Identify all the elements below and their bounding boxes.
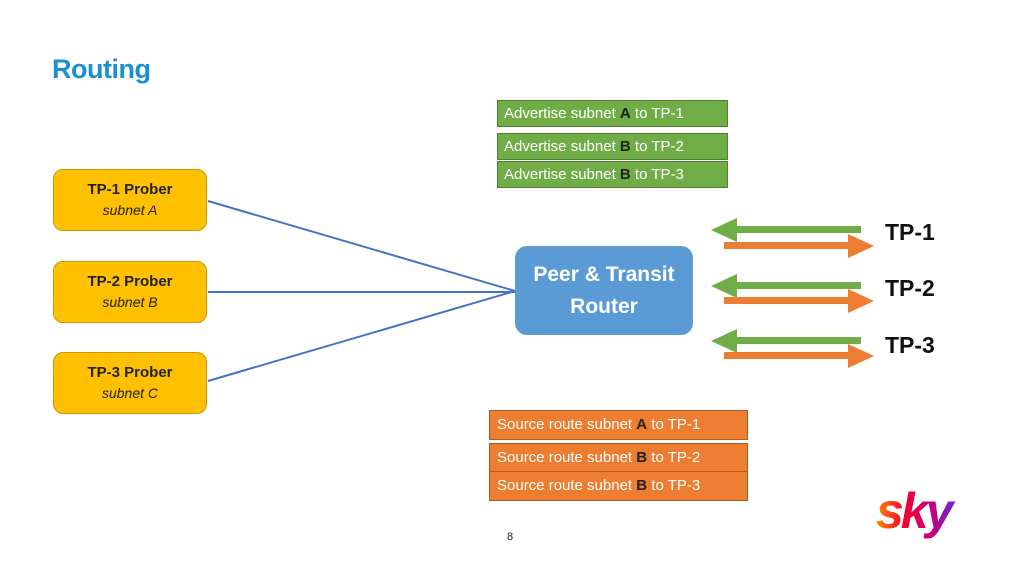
prober-subnet: subnet A [102, 202, 158, 218]
source-route-box-tp2: Source route subnet B to TP-2 [489, 443, 748, 473]
tp2-label: TP-2 [885, 275, 935, 301]
advertise-suffix: to TP-2 [630, 138, 684, 155]
svg-text:sky: sky [876, 486, 956, 539]
advertise-prefix: Advertise subnet [504, 105, 620, 122]
source-route-suffix: to TP-2 [647, 449, 701, 466]
advertise-subnet: B [619, 138, 631, 155]
tp3-prober-box: TP-3 Prober subnet C [53, 352, 207, 414]
source-route-suffix: to TP-1 [647, 416, 701, 433]
source-route-subnet: B [636, 449, 648, 466]
advertise-prefix: Advertise subnet [504, 166, 620, 183]
advertise-box-tp3: Advertise subnet B to TP-3 [497, 161, 728, 188]
advertise-box-tp1: Advertise subnet A to TP-1 [497, 100, 728, 127]
tp2-prober-box: TP-2 Prober subnet B [53, 261, 207, 323]
tp1-prober-box: TP-1 Prober subnet A [53, 169, 207, 231]
prober-name: TP-1 Prober [87, 181, 173, 198]
prober-name: TP-2 Prober [87, 273, 173, 290]
tp1-label: TP-1 [885, 219, 935, 245]
source-route-box-tp3: Source route subnet B to TP-3 [489, 471, 748, 501]
connector-tp3-prober [207, 290, 516, 382]
source-route-subnet: B [636, 477, 648, 494]
connector-tp1-prober [207, 200, 516, 292]
advertise-box-tp2: Advertise subnet B to TP-2 [497, 133, 728, 160]
advertise-suffix: to TP-1 [630, 105, 684, 122]
tp2-arrows [711, 274, 874, 313]
advertise-subnet: A [619, 105, 631, 122]
router-label-line2: Router [570, 294, 638, 318]
source-route-prefix: Source route subnet [497, 449, 637, 466]
source-route-suffix: to TP-3 [647, 477, 701, 494]
tp1-arrows [711, 218, 874, 258]
prober-subnet: subnet B [102, 294, 158, 310]
prober-subnet: subnet C [101, 385, 159, 401]
peer-transit-router: Peer & Transit Router [515, 246, 693, 335]
tp3-label: TP-3 [885, 332, 935, 358]
prober-name: TP-3 Prober [87, 364, 173, 381]
router-label-line1: Peer & Transit [533, 262, 675, 286]
source-route-box-tp1: Source route subnet A to TP-1 [489, 410, 748, 440]
advertise-suffix: to TP-3 [630, 166, 684, 183]
tp3-arrows [711, 329, 874, 368]
advertise-subnet: B [619, 166, 631, 183]
source-route-subnet: A [636, 416, 648, 433]
source-route-prefix: Source route subnet [497, 416, 637, 433]
advertise-prefix: Advertise subnet [504, 138, 620, 155]
page-number: 8 [507, 531, 514, 543]
sky-logo: sky [876, 486, 959, 539]
page-title: Routing [52, 54, 151, 84]
source-route-prefix: Source route subnet [497, 477, 637, 494]
